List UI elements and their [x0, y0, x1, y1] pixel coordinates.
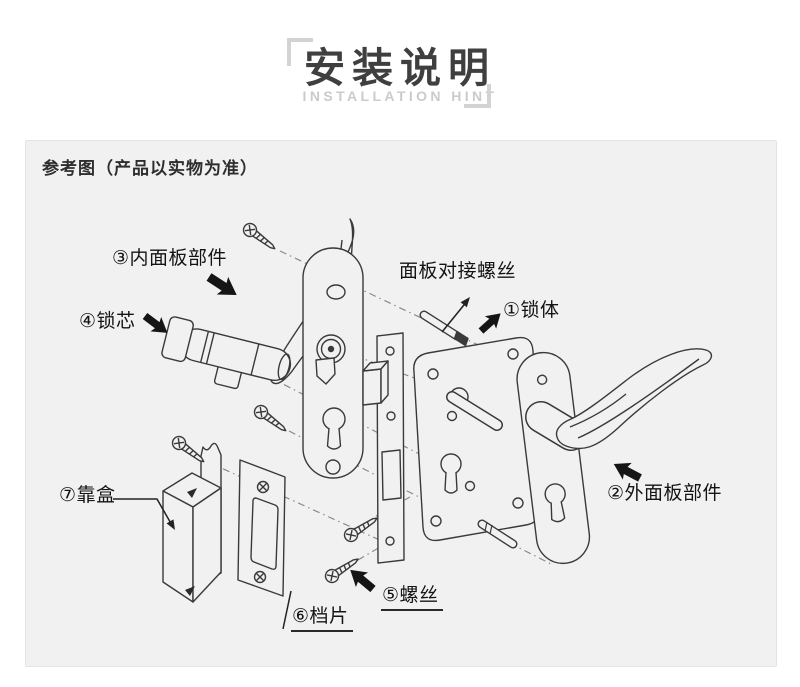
cylinder-drawing	[161, 316, 292, 390]
corner-bracket-bottom-right-icon	[464, 84, 491, 108]
pointer-arrows	[113, 268, 645, 630]
label-baffle: ⑥档片	[291, 606, 353, 632]
strike-plate-drawing	[237, 459, 286, 597]
faceplate-drawing	[362, 332, 405, 564]
label-inner-panel: ③内面板部件	[112, 248, 228, 269]
label-cylinder: ④锁芯	[79, 311, 136, 332]
label-strike-box: ⑦靠盒	[59, 485, 116, 506]
lock-body-drawing	[413, 336, 542, 542]
label-lock-body: ①锁体	[503, 300, 560, 321]
page-title: 安装说明	[304, 45, 496, 91]
strike-box-drawing	[162, 442, 222, 603]
inner-panel-drawing	[270, 218, 364, 479]
page-subtitle: INSTALLATION HINT	[302, 88, 498, 104]
label-screws: ⑤螺丝	[381, 585, 443, 611]
outer-panel-drawing	[516, 348, 713, 565]
reference-note: 参考图（产品以实物为准）	[42, 159, 258, 178]
label-outer-panel: ②外面板部件	[607, 483, 723, 504]
connecting-screws-drawing	[419, 310, 518, 549]
label-panel-screw: 面板对接螺丝	[399, 261, 517, 282]
corner-bracket-top-left-icon	[287, 38, 313, 66]
